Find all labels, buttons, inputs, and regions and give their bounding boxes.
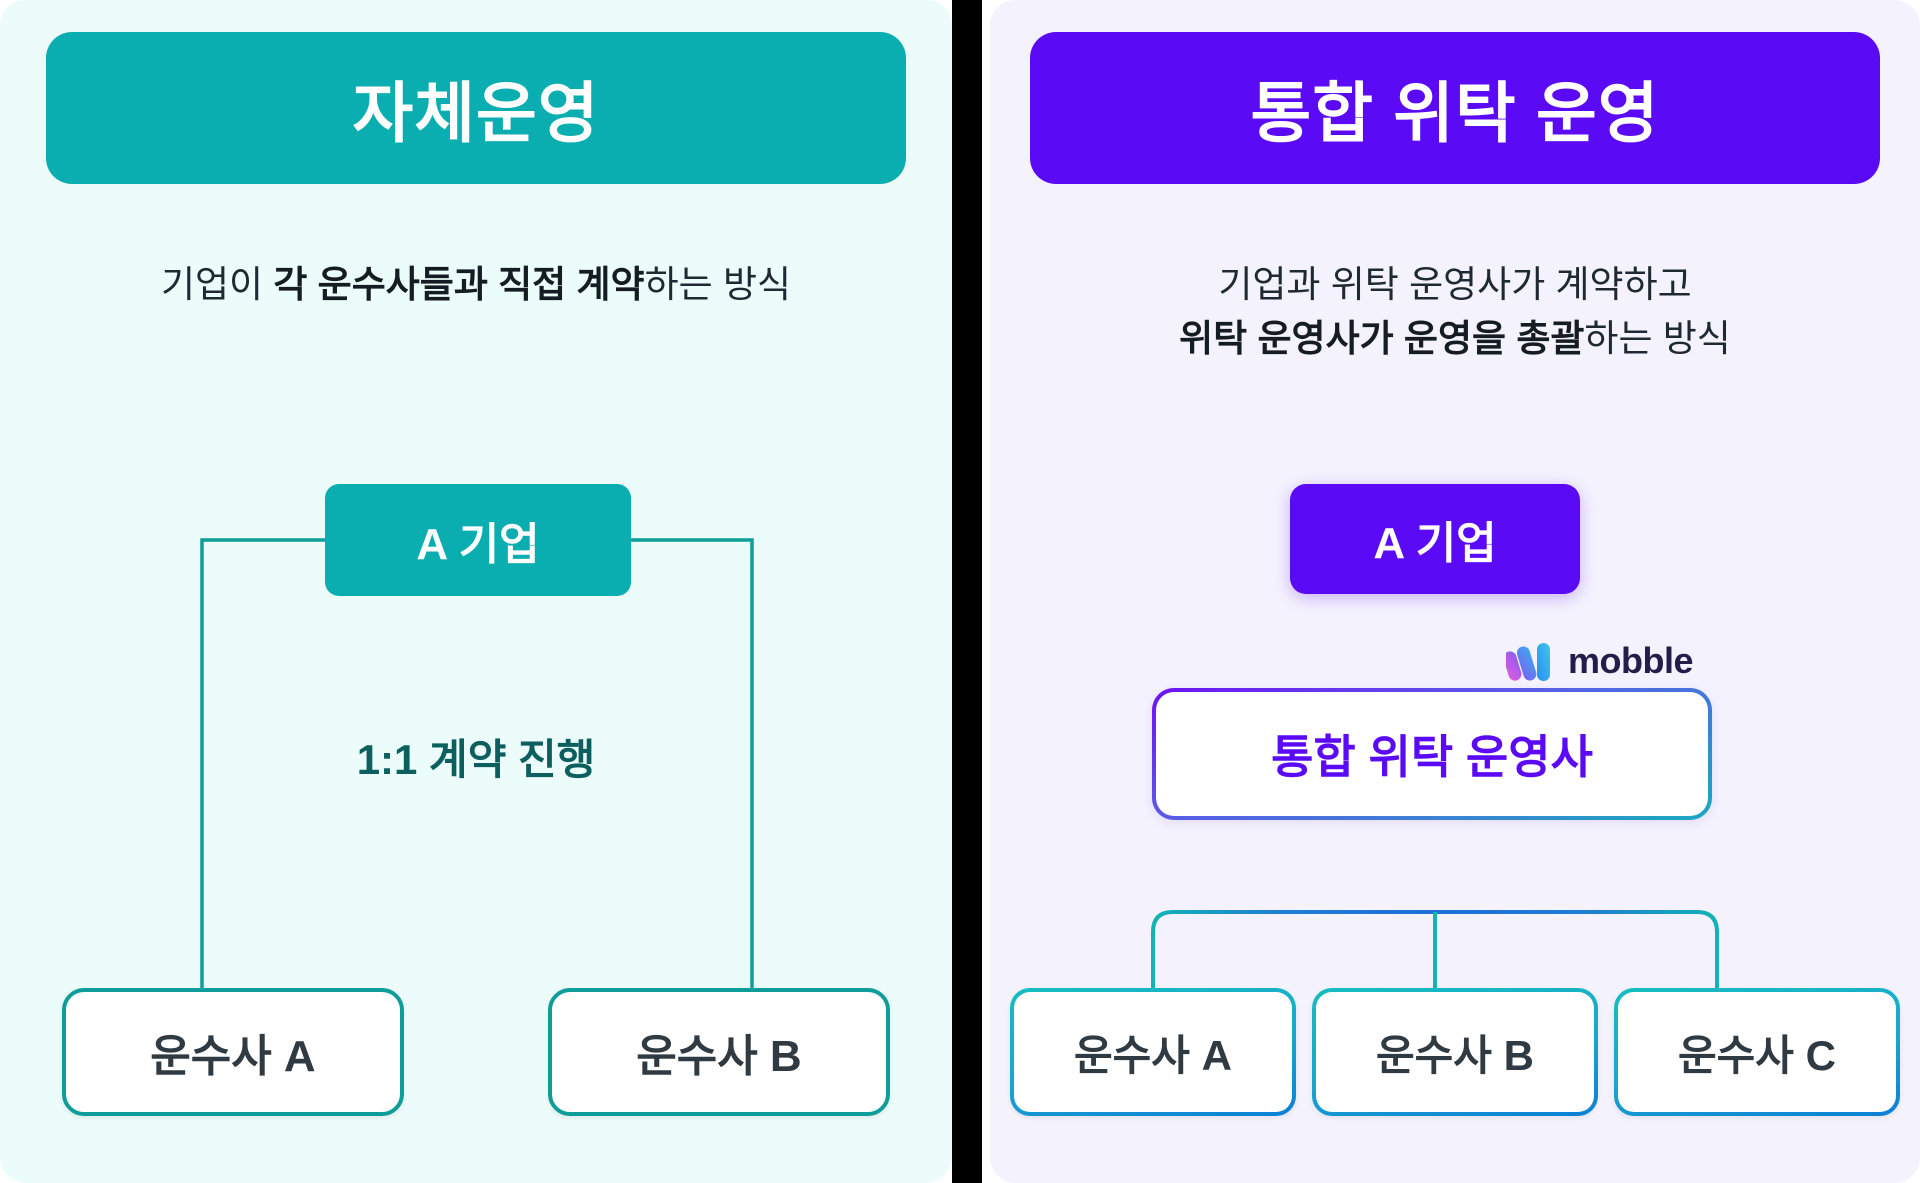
left-subtitle-bold: 각 운수사들과 직접 계약 [273, 264, 645, 305]
right-node-operator: 통합 위탁 운영사 [1152, 688, 1712, 820]
mobble-logo: mobble [1506, 640, 1694, 682]
mobble-logo-text: mobble [1568, 640, 1694, 681]
right-node-company: A 기업 [1290, 484, 1580, 594]
left-subtitle-post: 하는 방식 [644, 264, 792, 305]
mobble-m-mark-icon [1506, 641, 1558, 681]
left-subtitle-pre: 기업이 [160, 264, 274, 305]
right-subtitle-post: 하는 방식 [1584, 317, 1731, 359]
left-node-company: A 기업 [325, 484, 631, 596]
right-subtitle-bold: 위탁 운영사가 운영을 총괄 [1179, 317, 1585, 359]
right-node-carrier-a: 운수사 A [1010, 988, 1296, 1116]
right-node-carrier-c: 운수사 C [1614, 988, 1900, 1116]
panel-integrated-outsourcing: 통합 위탁 운영 기업과 위탁 운영사가 계약하고 위탁 운영사가 운영을 총괄… [990, 0, 1920, 1183]
right-node-carrier-b: 운수사 B [1312, 988, 1598, 1116]
right-subtitle-line1: 기업과 위탁 운영사가 계약하고 [1218, 264, 1692, 305]
panel-gap [982, 0, 990, 1183]
right-panel-header: 통합 위탁 운영 [1030, 32, 1880, 184]
panel-divider [952, 0, 982, 1183]
right-panel-subtitle: 기업과 위탁 운영사가 계약하고 위탁 운영사가 운영을 총괄하는 방식 [990, 258, 1920, 365]
left-node-carrier-a: 운수사 A [62, 988, 404, 1116]
left-contract-label: 1:1 계약 진행 [356, 736, 596, 783]
panel-self-operation: 자체운영 기업이 각 운수사들과 직접 계약하는 방식 A 기업 1:1 계약 … [0, 0, 952, 1183]
left-panel-header: 자체운영 [46, 32, 906, 184]
right-subtitle-line2: 위탁 운영사가 운영을 총괄하는 방식 [990, 312, 1920, 366]
left-panel-subtitle: 기업이 각 운수사들과 직접 계약하는 방식 [0, 258, 952, 312]
left-node-carrier-b: 운수사 B [548, 988, 890, 1116]
